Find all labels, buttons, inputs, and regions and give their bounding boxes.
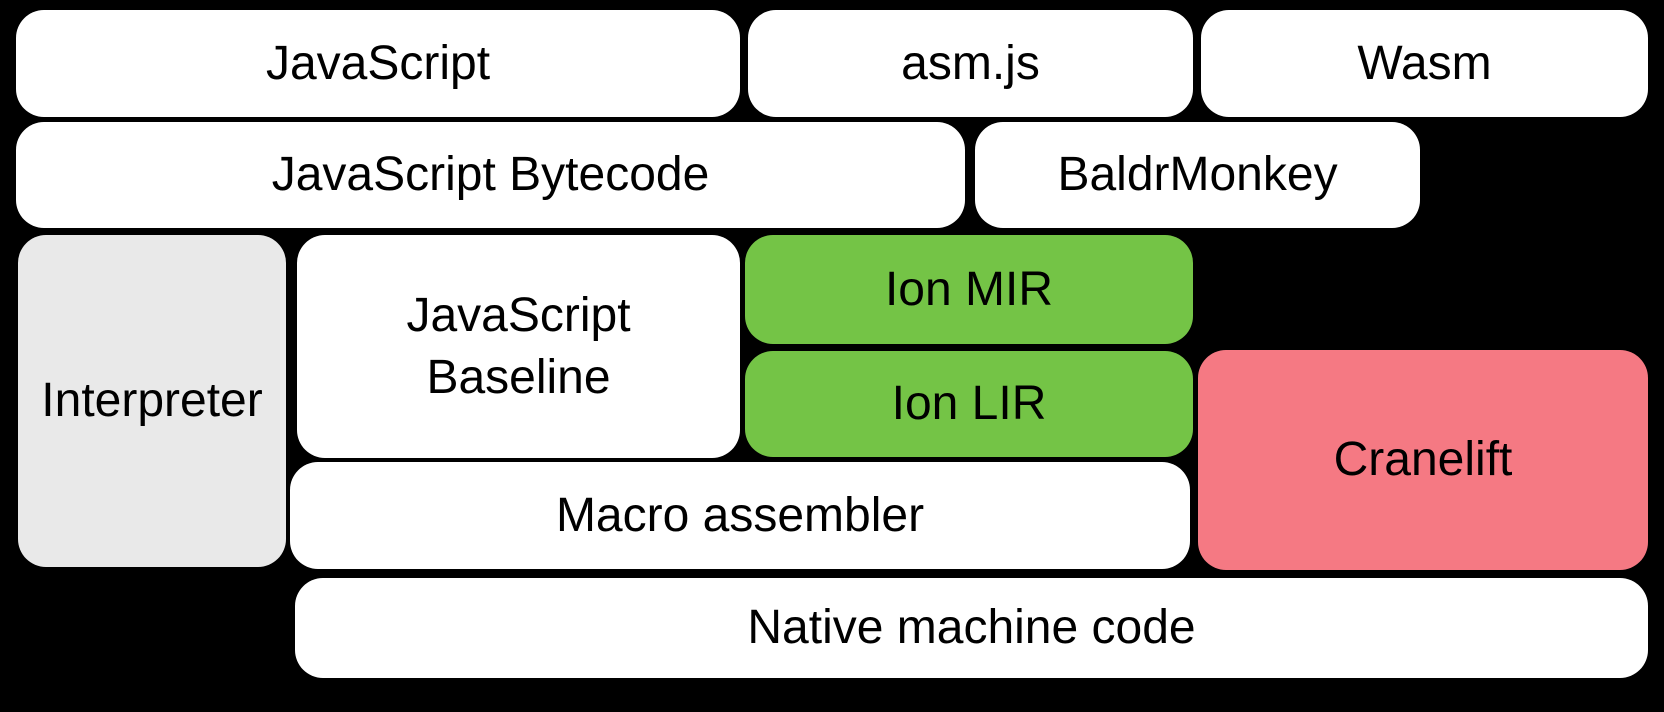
box-interpreter-label: Interpreter (41, 374, 263, 428)
box-baldrmonkey-label: BaldrMonkey (1057, 148, 1338, 202)
box-javascript-baseline: JavaScript Baseline (297, 235, 740, 458)
box-javascript-bytecode: JavaScript Bytecode (16, 122, 965, 228)
box-macro-assembler: Macro assembler (290, 462, 1190, 569)
box-cranelift: Cranelift (1198, 350, 1648, 570)
box-native-machine-code-label: Native machine code (747, 601, 1196, 655)
box-javascript-label: JavaScript (265, 36, 491, 90)
box-javascript-bytecode-label: JavaScript Bytecode (271, 148, 710, 202)
box-javascript: JavaScript (16, 10, 740, 117)
box-macro-assembler-label: Macro assembler (555, 488, 925, 542)
box-ion-lir-label: Ion LIR (891, 377, 1047, 431)
box-interpreter: Interpreter (18, 235, 286, 567)
box-ion-mir-label: Ion MIR (884, 262, 1054, 316)
box-ion-lir: Ion LIR (745, 351, 1193, 457)
box-wasm-label: Wasm (1357, 36, 1492, 90)
box-baldrmonkey: BaldrMonkey (975, 122, 1420, 228)
box-cranelift-label: Cranelift (1333, 433, 1513, 487)
box-native-machine-code: Native machine code (295, 578, 1648, 678)
box-wasm: Wasm (1201, 10, 1648, 117)
box-javascript-baseline-label: JavaScript Baseline (406, 289, 631, 404)
box-asmjs-label: asm.js (901, 36, 1040, 90)
box-ion-mir: Ion MIR (745, 235, 1193, 344)
box-asmjs: asm.js (748, 10, 1193, 117)
